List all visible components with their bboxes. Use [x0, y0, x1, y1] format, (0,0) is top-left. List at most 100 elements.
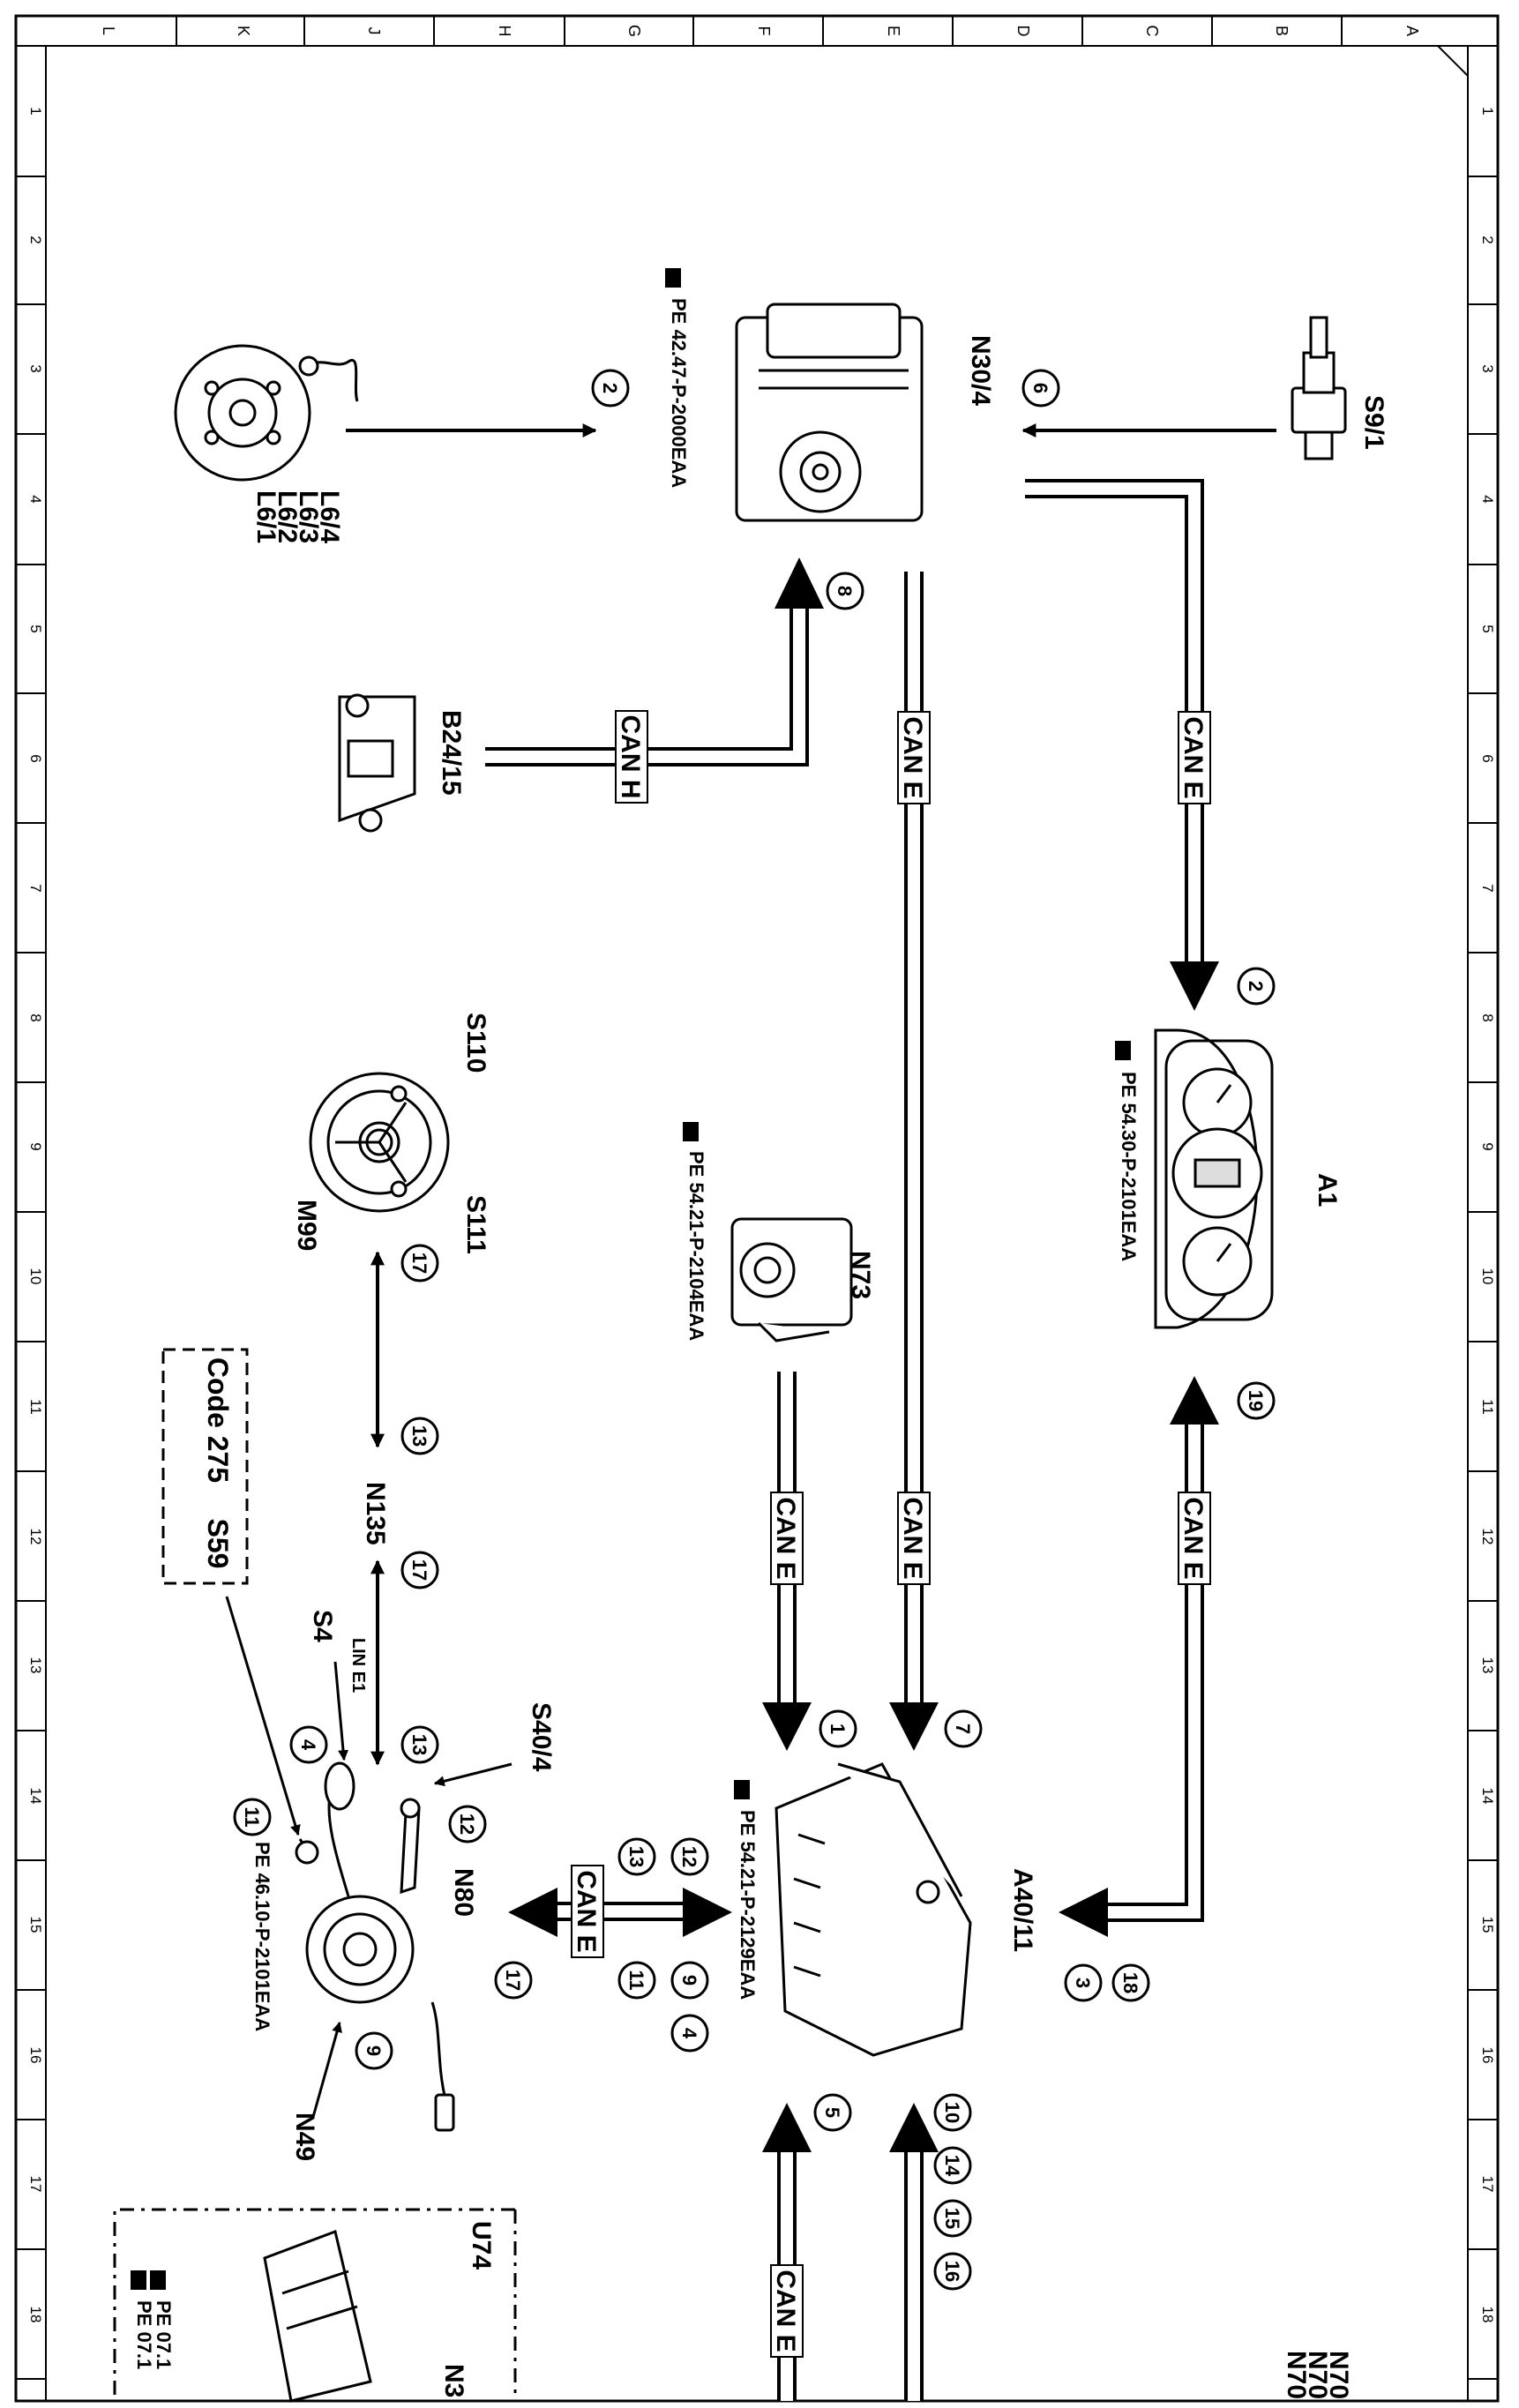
circle-6: 6	[1021, 369, 1060, 408]
circle-11-left: 11	[233, 1798, 272, 1836]
row-label: 15	[1479, 1917, 1496, 1933]
svg-text:5: 5	[821, 2107, 843, 2118]
svg-text:16: 16	[941, 2261, 963, 2282]
n70-label: N70	[1324, 2351, 1353, 2399]
n49-label: N49	[290, 2113, 319, 2161]
circle-12-left: 12	[448, 1805, 487, 1843]
row-label: 7	[27, 884, 44, 892]
svg-text:12: 12	[456, 1813, 478, 1835]
can-e-label: CAN E	[1179, 1497, 1208, 1579]
circle-11-right: 11	[617, 1961, 656, 2000]
a40-11-ref: PE 54.21-P-2129EAA	[737, 1810, 759, 2000]
svg-text:2: 2	[1245, 981, 1267, 991]
svg-text:17: 17	[408, 1253, 430, 1274]
can-e-label: CAN E	[572, 1870, 601, 1952]
svg-text:17: 17	[408, 1559, 430, 1581]
row-label: 4	[1479, 495, 1496, 503]
row-label: 3	[1479, 364, 1496, 372]
svg-text:9: 9	[363, 2045, 385, 2056]
lin-e1-label: LIN E1	[348, 1638, 368, 1693]
row-label: 17	[1479, 2176, 1496, 2193]
circle-8: 8	[826, 572, 864, 610]
circle-9-right: 9	[670, 1961, 709, 2000]
s40-4-pointer	[433, 1762, 513, 1787]
row-label: 14	[1479, 1788, 1496, 1805]
arrowhead-a1-down	[1170, 961, 1219, 1011]
u74-box	[113, 2208, 517, 2401]
svg-text:11: 11	[625, 1970, 647, 1990]
row-label: 6	[27, 754, 44, 762]
col-label: F	[755, 26, 773, 36]
n73-label: N73	[846, 1251, 875, 1299]
b24-15-illustration	[338, 693, 416, 833]
l6-3-label: L6/3	[294, 490, 323, 543]
row-label: 8	[1479, 1013, 1496, 1021]
row-label: 8	[27, 1013, 44, 1021]
circle-17-n80: 17	[494, 1961, 533, 2000]
a1-label: A1	[1313, 1173, 1342, 1207]
n30-4-illustration	[735, 303, 924, 522]
row-label: 4	[27, 495, 44, 503]
circle-14: 14	[933, 2146, 972, 2185]
can-e-label: CAN E	[771, 1497, 800, 1579]
arrowheads	[508, 557, 1219, 2152]
circle-2-a1: 2	[1237, 967, 1276, 1006]
circle-15: 15	[933, 2199, 972, 2238]
col-label: J	[365, 27, 383, 35]
svg-text:19: 19	[1245, 1390, 1267, 1411]
row-label: 1	[27, 107, 44, 115]
s59-label: S59	[202, 1519, 234, 1569]
s9-1-label: S9/1	[1359, 395, 1388, 450]
pointing-hand-icon	[1115, 1041, 1131, 1060]
row-label: 11	[1479, 1399, 1496, 1415]
can-e-label: CAN E	[898, 1497, 927, 1579]
circle-13-mid: 13	[400, 1725, 439, 1764]
pointing-hand-icon	[683, 1122, 699, 1141]
svg-text:14: 14	[941, 2155, 963, 2177]
n70-label: N70	[1303, 2351, 1332, 2399]
circle-13-right: 13	[617, 1837, 656, 1876]
row-label: 13	[27, 1657, 44, 1674]
circle-5: 5	[813, 2093, 852, 2132]
n73-ref: PE 54.21-P-2104EAA	[685, 1151, 707, 1341]
drawing-frame: L K J H G F E D C B A 1 2 3 4 5 6 7 8 9 …	[14, 14, 1500, 2403]
circle-1: 1	[819, 1709, 857, 1748]
row-label: 11	[27, 1399, 44, 1415]
svg-text:15: 15	[941, 2208, 963, 2229]
a1-instrument-cluster-illustration	[1154, 1028, 1274, 1329]
row-label: 2	[1479, 236, 1496, 243]
row-label: 5	[27, 624, 44, 632]
circle-18: 18	[1111, 1963, 1150, 2002]
arrowhead-a1-up	[1170, 1376, 1219, 1425]
can-h-label: CAN H	[616, 715, 645, 799]
circle-4: 4	[289, 1725, 328, 1764]
svg-text:13: 13	[408, 1734, 430, 1755]
n73-illustration	[730, 1217, 853, 1342]
row-label: 16	[1479, 2047, 1496, 2064]
n135-label: N135	[361, 1482, 390, 1545]
circle-19: 19	[1237, 1381, 1276, 1420]
code-275-label: Code 275	[202, 1357, 234, 1483]
circle-17-mid: 17	[400, 1551, 439, 1589]
pointing-hand-icon	[734, 1780, 750, 1799]
s9-1-illustration	[1291, 316, 1347, 460]
n3-partial-label: N3	[439, 2364, 468, 2397]
circle-12-right: 12	[670, 1837, 709, 1876]
circle-10: 10	[933, 2093, 972, 2132]
svg-text:8: 8	[834, 586, 856, 596]
row-label: 9	[1479, 1142, 1496, 1150]
s4-label: S4	[308, 1610, 337, 1642]
svg-text:1: 1	[827, 1724, 849, 1734]
u74-illustration	[263, 2229, 372, 2403]
arrowhead-trunk-down	[889, 1702, 939, 1751]
row-label: 14	[27, 1788, 44, 1805]
row-label: 13	[1479, 1657, 1496, 1674]
s59-pointer	[225, 1596, 301, 1836]
pointing-hand-icon	[150, 2270, 166, 2290]
can-e-label: CAN E	[771, 2270, 800, 2352]
row-label: 2	[27, 236, 44, 243]
steering-wheel-illustration	[309, 1072, 450, 1213]
a1-ref: PE 54.30-P-2101EAA	[1118, 1072, 1140, 1261]
bus-labels: CAN H CAN E CAN E CAN E CAN E CAN E CAN …	[348, 710, 1211, 2358]
row-label: 12	[27, 1529, 44, 1545]
